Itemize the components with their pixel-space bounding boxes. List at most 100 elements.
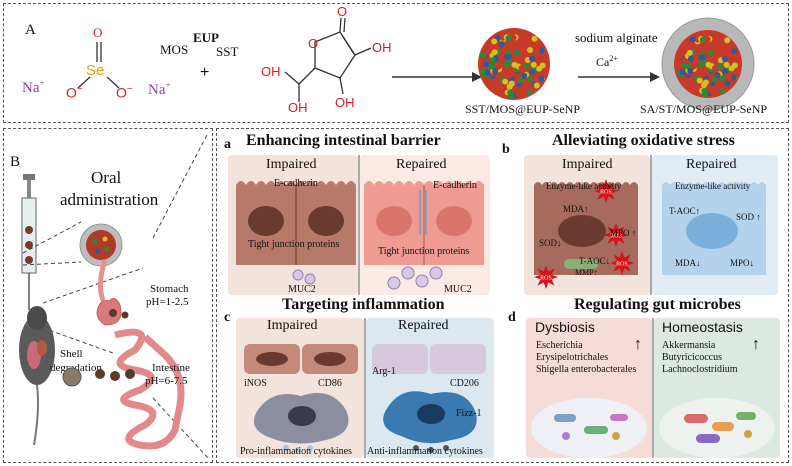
- oral-administration-line2: administration: [60, 190, 159, 209]
- oral-administration-line1: Oral: [91, 168, 122, 187]
- reaction-arrow-1: [392, 72, 482, 82]
- mpo-down: MPO↓: [730, 258, 755, 268]
- dysbiosis-taxon-2: Erysipelotrichales: [536, 352, 609, 363]
- nanoparticle-alginate-coated: [661, 17, 755, 111]
- pro-inflammation-label: Pro-inflammation cytokines: [240, 446, 352, 457]
- reaction-arrow-2: [578, 72, 660, 82]
- nanoparticle-senp: [478, 28, 550, 100]
- subpanel-d-title: Regulating gut microbes: [574, 296, 741, 313]
- ascorbic-o-ring: O: [308, 36, 319, 51]
- panel-mechanisms-frame: [216, 128, 789, 463]
- sodium-ion-1: Na+: [22, 78, 45, 96]
- mmp-up: MMP↑: [575, 268, 598, 277]
- svg-text:ROS: ROS: [600, 190, 612, 196]
- selenite-se: Se: [86, 62, 105, 79]
- oxidative-repaired-heading: Repaired: [686, 157, 737, 172]
- homeostasis-heading: Homeostasis: [662, 319, 743, 335]
- dysbiosis-heading: Dysbiosis: [535, 319, 595, 335]
- subpanel-c-title: Targeting inflammation: [282, 296, 445, 313]
- ascorbic-o-keto: O: [337, 4, 348, 19]
- inflammation-repaired-heading: Repaired: [398, 318, 449, 333]
- selenite-o-right: O−: [116, 84, 133, 101]
- barrier-repaired-heading: Repaired: [396, 157, 447, 172]
- homeostasis-taxon-1: Akkermansia: [662, 340, 716, 351]
- mouse-illustration: [19, 306, 55, 446]
- calcium-ion-label: Ca2+: [596, 54, 618, 69]
- sod-down: SOD↓: [539, 238, 562, 248]
- oxidative-impaired-heading: Impaired: [562, 157, 613, 172]
- selenite-o-left: O−: [66, 84, 83, 101]
- barrier-ecad-repaired: E-cadherin: [433, 180, 477, 191]
- mpo-up: MPO ↑: [610, 228, 637, 238]
- homeostasis-taxon-3: Lachnoclostridium: [662, 364, 738, 375]
- zoom-lines-b: [22, 132, 209, 459]
- barrier-muc2-impaired: MUC2: [288, 284, 316, 295]
- sod-up: SOD ↑: [736, 212, 761, 222]
- panel-b-label: B: [10, 154, 21, 170]
- homeostasis-up-arrow: ↑: [752, 336, 760, 353]
- stomach-line2: pH=1-2.5: [146, 296, 189, 308]
- ascorbic-oh-bottom: OH: [335, 95, 355, 110]
- barrier-tj-impaired: Tight junction proteins: [248, 239, 340, 250]
- barrier-tj-repaired: Tight junction proteins: [378, 246, 470, 257]
- dysbiosis-taxon-1: Escherichia: [536, 340, 583, 351]
- subpanel-c-letter: c: [224, 310, 231, 325]
- barrier-ecad-impaired: E-cadherin: [274, 178, 318, 189]
- barrier-muc2-repaired: MUC2: [444, 284, 472, 295]
- ascorbic-oh-right: OH: [372, 40, 392, 55]
- nanoparticle-2-label: SA/ST/MOS@EUP-SeNP: [640, 102, 768, 116]
- plus-sign: +: [200, 64, 210, 81]
- subpanel-a-title: Enhancing intestinal barrier: [246, 132, 441, 149]
- subpanel-b-title: Alleviating oxidative stress: [552, 132, 735, 149]
- intestine-line1: Intestine: [152, 362, 190, 374]
- panel-b-frame: [3, 128, 213, 463]
- svg-text:ROS: ROS: [540, 276, 552, 282]
- taoc-down: T-AOC↓: [579, 256, 611, 266]
- oxidative-enzyme-repaired: Enzyme-like activity: [675, 181, 751, 191]
- oxidative-cells: ROS ROS ROS ROS: [534, 155, 766, 295]
- homeostasis-taxon-2: Butyricicoccus: [662, 352, 722, 363]
- barrier-impaired-heading: Impaired: [266, 157, 317, 172]
- inflammation-impaired-heading: Impaired: [267, 318, 318, 333]
- intestine-line2: pH=6-7.5: [145, 375, 188, 387]
- inflammation-cells: [244, 318, 486, 458]
- mda-up: MDA↑: [563, 204, 589, 214]
- anti-inflammation-label: Anti-inflammation cytokines: [367, 446, 483, 457]
- dysbiosis-up-arrow: ↑: [634, 336, 642, 353]
- inos-label: iNOS: [244, 378, 267, 389]
- barrier-cells: [236, 155, 484, 295]
- subpanel-d-letter: d: [508, 310, 516, 325]
- gi-tract-illustration: [96, 259, 185, 450]
- ascorbic-acid-structure: [284, 17, 372, 102]
- ascorbic-oh-left: OH: [261, 64, 281, 79]
- sst-label: SST: [216, 44, 239, 59]
- microbes-illustration: [531, 318, 775, 458]
- subpanel-b-letter: b: [502, 142, 510, 157]
- degrading-particles: [62, 367, 135, 387]
- subpanel-a-letter: a: [224, 137, 231, 152]
- cd86-label: CD86: [318, 378, 342, 389]
- cd206-label: CD206: [450, 378, 479, 389]
- taoc-up: T-AOC↑: [669, 206, 701, 216]
- oxidative-enzyme-impaired: Enzyme-like activity: [546, 181, 622, 191]
- eup-label: EUP: [193, 30, 219, 45]
- fizz1-label: Fizz-1: [456, 408, 482, 419]
- panel-a-label: A: [25, 22, 36, 38]
- shell-degradation-line1: Shell: [60, 348, 83, 360]
- selenite-o-top: O: [93, 25, 103, 40]
- dysbiosis-taxon-3: Shigella enterobacterales: [536, 364, 637, 375]
- svg-text:ROS: ROS: [610, 234, 622, 240]
- shell-degradation-line2: degradation: [50, 362, 102, 374]
- svg-text:ROS: ROS: [616, 262, 628, 268]
- selenite-structure: [77, 42, 120, 89]
- syringe-icon: [21, 174, 37, 310]
- panel-a-frame: [3, 3, 789, 123]
- sodium-alginate-label: sodium alginate: [575, 30, 658, 45]
- ascorbic-oh-lower: OH: [288, 100, 308, 115]
- arg1-label: Arg-1: [372, 366, 396, 377]
- mda-down: MDA↓: [675, 258, 701, 268]
- nanoparticle-1-label: SST/MOS@EUP-SeNP: [465, 102, 581, 116]
- sodium-ion-2: Na+: [148, 80, 171, 98]
- zoomed-nanoparticle: [79, 223, 123, 267]
- stomach-line1: Stomach: [150, 283, 189, 295]
